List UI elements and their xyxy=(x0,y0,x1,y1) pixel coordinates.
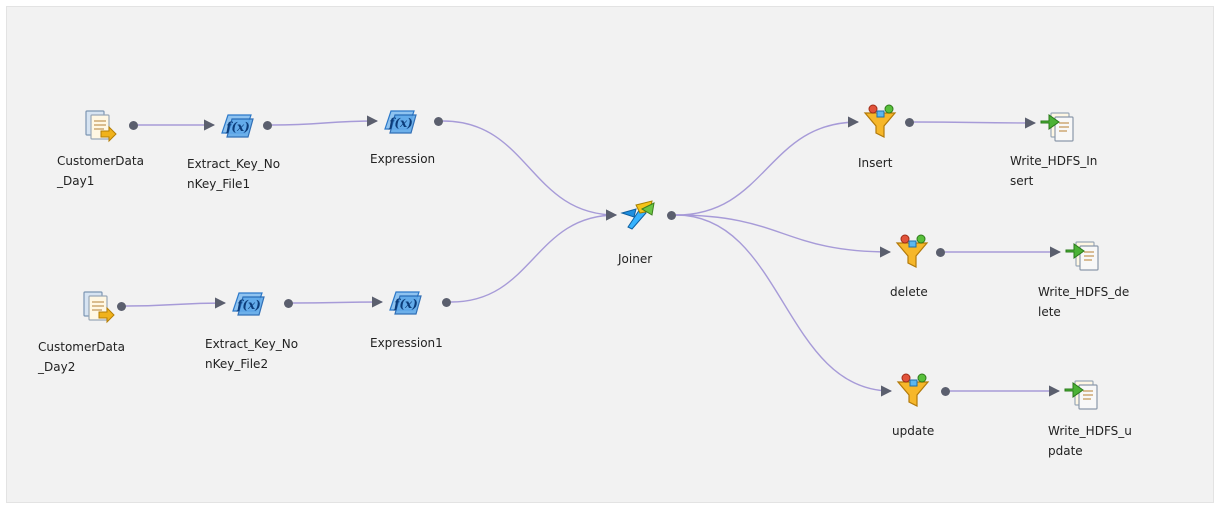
flat-file-source-icon[interactable] xyxy=(77,286,117,326)
svg-text:f(x): f(x) xyxy=(393,297,418,311)
edge-insert-to-w-insert[interactable] xyxy=(913,117,1037,129)
node-label: Extract_Key_No nKey_File1 xyxy=(187,157,281,191)
edge-ek2-to-expr1[interactable] xyxy=(292,296,384,308)
edge-joiner-to-delete[interactable] xyxy=(675,214,892,258)
node-insert[interactable]: Insert xyxy=(858,104,914,170)
node-delete[interactable]: delete xyxy=(890,234,945,299)
node-w-update[interactable]: Write_HDFS_u pdate xyxy=(1048,380,1132,458)
output-port[interactable] xyxy=(433,116,443,126)
node-ek2[interactable]: f(x) Extract_Key_No nKey_File2 xyxy=(205,292,298,371)
output-port[interactable] xyxy=(441,297,451,307)
joiner-transformation-icon[interactable] xyxy=(618,195,658,235)
filter-transformation-icon[interactable] xyxy=(893,371,933,411)
flat-file-source-icon[interactable] xyxy=(79,105,119,145)
expression-transformation-icon[interactable]: f(x) xyxy=(216,105,256,145)
expression-transformation-icon[interactable]: f(x) xyxy=(227,283,267,323)
node-label: Write_HDFS_de lete xyxy=(1038,285,1130,319)
node-src2[interactable]: CustomerData _Day2 xyxy=(38,291,126,374)
output-port[interactable] xyxy=(666,210,676,220)
output-port[interactable] xyxy=(904,117,914,127)
filter-transformation-icon[interactable] xyxy=(892,232,932,272)
node-label: update xyxy=(892,424,935,438)
expression-transformation-icon[interactable]: f(x) xyxy=(379,101,419,141)
node-expr1[interactable]: f(x) Expression1 xyxy=(370,291,451,350)
mapping-canvas[interactable]: CustomerData _Day1 f(x) Extract_Key_No nK… xyxy=(6,6,1214,503)
node-src1[interactable]: CustomerData _Day1 xyxy=(57,110,144,188)
edge-ek1-to-expr[interactable] xyxy=(271,115,379,127)
svg-text:f(x): f(x) xyxy=(225,120,250,134)
edge-expr1-to-joiner[interactable] xyxy=(450,209,618,303)
node-label: Write_HDFS_u pdate xyxy=(1048,424,1132,458)
output-port[interactable] xyxy=(935,247,945,257)
svg-text:f(x): f(x) xyxy=(388,116,413,130)
output-port[interactable] xyxy=(262,120,272,130)
node-label: Insert xyxy=(858,156,893,170)
node-label: Extract_Key_No nKey_File2 xyxy=(205,337,299,371)
edge-src2-to-ek2[interactable] xyxy=(125,297,227,309)
edge-joiner-to-insert[interactable] xyxy=(675,116,860,216)
node-ek1[interactable]: f(x) Extract_Key_No nKey_File1 xyxy=(187,114,280,191)
node-label: Joiner xyxy=(618,252,653,266)
node-w-delete[interactable]: Write_HDFS_de lete xyxy=(1038,241,1129,319)
output-port[interactable] xyxy=(283,298,293,308)
svg-text:f(x): f(x) xyxy=(236,298,261,312)
node-update[interactable]: update xyxy=(892,373,950,438)
target-write-icon[interactable] xyxy=(1062,232,1102,272)
target-write-icon[interactable] xyxy=(1037,103,1077,143)
target-write-icon[interactable] xyxy=(1061,371,1101,411)
node-label: delete xyxy=(890,285,928,299)
node-label: Expression xyxy=(370,152,436,166)
edge-joiner-to-update[interactable] xyxy=(675,214,893,397)
node-label: Write_HDFS_In sert xyxy=(1010,154,1098,188)
output-port[interactable] xyxy=(128,120,138,130)
edge-expr-to-joiner[interactable] xyxy=(442,120,618,221)
output-port[interactable] xyxy=(940,386,950,396)
node-label: Expression1 xyxy=(370,336,443,350)
connection-layer xyxy=(125,115,1062,397)
output-port[interactable] xyxy=(116,301,126,311)
node-expr[interactable]: f(x) Expression xyxy=(370,110,443,166)
node-joiner[interactable]: Joiner xyxy=(618,200,676,266)
node-w-insert[interactable]: Write_HDFS_In sert xyxy=(1010,112,1097,188)
node-label: CustomerData _Day1 xyxy=(57,154,144,188)
expression-transformation-icon[interactable]: f(x) xyxy=(384,282,424,322)
node-label: CustomerData _Day2 xyxy=(38,340,125,374)
filter-transformation-icon[interactable] xyxy=(860,102,900,142)
